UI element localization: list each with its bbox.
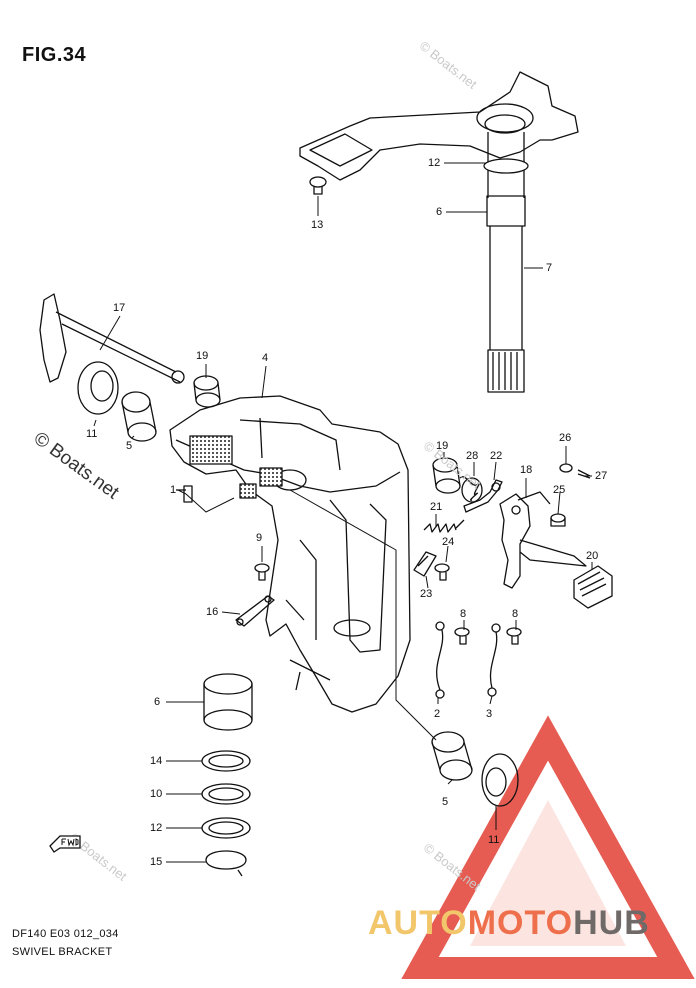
callout-label: 11 <box>86 428 98 440</box>
callout-label: 19 <box>436 440 449 452</box>
figure-name: SWIVEL BRACKET <box>12 946 113 958</box>
leader-line <box>185 493 235 513</box>
figure-title: FIG.34 <box>22 44 87 66</box>
nut-part <box>550 513 566 527</box>
callout-label: 23 <box>420 588 433 600</box>
bushing-part <box>121 391 157 442</box>
thrust-washer-part <box>77 361 119 415</box>
callout-label: 1 <box>170 484 177 496</box>
screw-part <box>254 563 270 581</box>
callout-label: 8 <box>512 608 519 620</box>
callout-label: 6 <box>436 206 443 218</box>
callout-label: 5 <box>126 440 133 452</box>
callout-label: 8 <box>460 608 467 620</box>
figure-code: DF140 E03 012_034 <box>12 928 119 940</box>
brand-part-moto: MOTO <box>467 904 574 942</box>
lock-arm-part <box>235 595 275 627</box>
leader-line <box>289 489 437 741</box>
callout-label: 20 <box>586 550 599 562</box>
callout-label: 3 <box>486 708 493 720</box>
callout-label: 12 <box>428 157 441 169</box>
bolt-part <box>176 485 193 503</box>
brand-part-auto: AUTO <box>368 904 468 942</box>
fwd-arrow-icon <box>49 835 81 853</box>
callout-label: 13 <box>311 219 324 231</box>
automotohub-logo-triangle <box>401 715 695 979</box>
callout-label: 11 <box>488 834 500 846</box>
brand-part-hub: HUB <box>573 904 650 942</box>
lock-plate-part <box>413 551 437 577</box>
callout-label: 5 <box>442 796 449 808</box>
bushing-large-part <box>203 673 253 731</box>
bolt-part <box>454 627 522 645</box>
callout-label: 24 <box>442 536 455 548</box>
spring-part <box>423 519 465 533</box>
callout-label: 10 <box>150 788 163 800</box>
grip-part <box>573 565 613 609</box>
callout-label: 12 <box>150 822 163 834</box>
bolt-part <box>309 176 327 195</box>
automotohub-wordmark: AUTOMOTOHUB <box>368 904 650 943</box>
washer-part <box>559 463 573 473</box>
bushing-small-part <box>432 457 461 494</box>
callout-label: 4 <box>262 352 269 364</box>
callout-label: 27 <box>595 470 608 482</box>
callout-label: 22 <box>490 450 503 462</box>
callout-leaders <box>93 162 593 863</box>
lever-part <box>463 479 503 513</box>
ground-wire-part <box>435 621 501 699</box>
washer-stack-part <box>201 750 251 877</box>
bushing-small-part <box>193 375 221 408</box>
swivel-bracket-body-part <box>169 395 411 713</box>
callout-label: 7 <box>546 262 553 274</box>
steering-arm-part <box>299 71 579 181</box>
callout-label: 16 <box>206 606 219 618</box>
thrust-washer-part <box>481 753 519 807</box>
callout-label: 17 <box>113 302 126 314</box>
bolt-part <box>434 563 450 581</box>
tilt-tube-part <box>39 293 185 384</box>
callout-label: 2 <box>434 708 441 720</box>
bushing-part <box>431 731 473 781</box>
callout-label: 6 <box>154 696 161 708</box>
callout-label: 9 <box>256 532 263 544</box>
tilt-lever-part <box>499 491 587 589</box>
callout-label: 15 <box>150 856 163 868</box>
callout-label: 19 <box>196 350 209 362</box>
callout-label: 26 <box>559 432 572 444</box>
steering-shaft-part <box>483 158 529 393</box>
cotter-pin-part <box>577 469 591 479</box>
callout-label: 25 <box>553 484 566 496</box>
callout-label: 21 <box>430 501 443 513</box>
callout-label: 28 <box>466 450 479 462</box>
callout-label: 14 <box>150 755 163 767</box>
spring-part <box>459 476 483 503</box>
callout-label: 18 <box>520 464 533 476</box>
